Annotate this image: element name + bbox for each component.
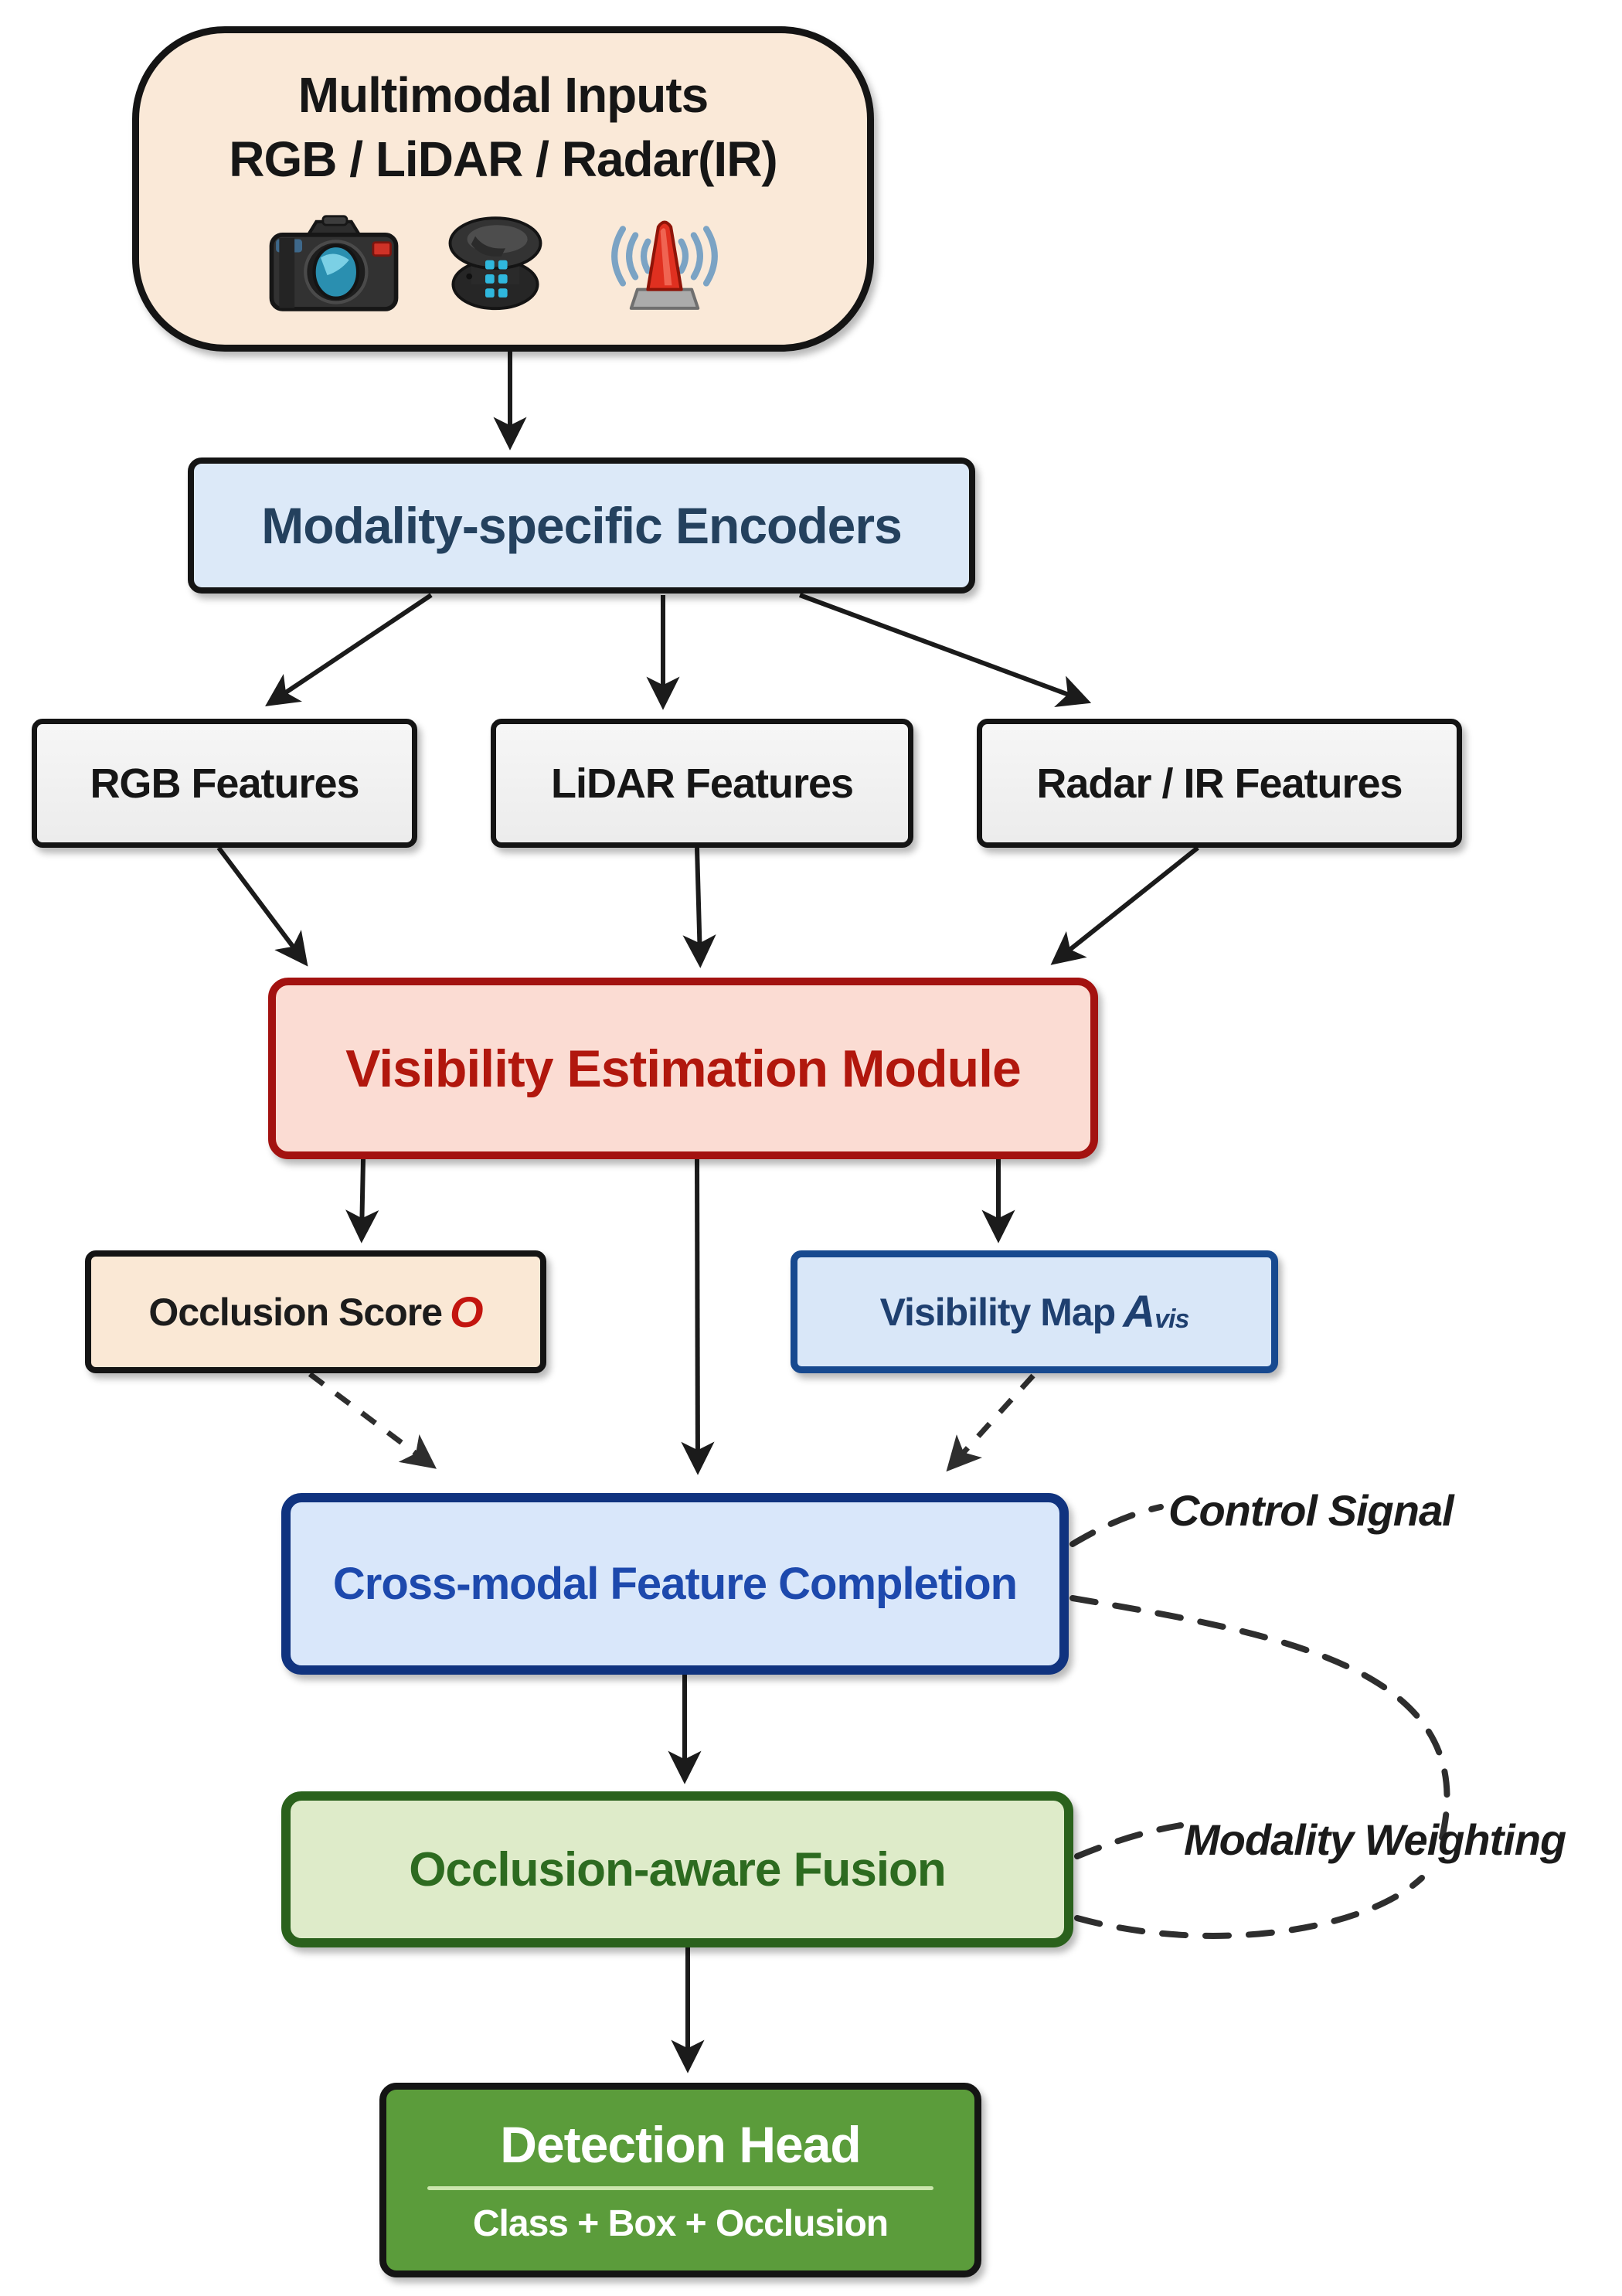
modality-weighting-label: Modality Weighting	[1184, 1815, 1566, 1864]
rgb-features-label: RGB Features	[90, 760, 359, 807]
lidar-features-box: LiDAR Features	[491, 719, 913, 848]
multimodal-inputs-box: Multimodal Inputs RGB / LiDAR / Radar(IR…	[132, 26, 874, 352]
visibility-map-symbol: A	[1123, 1287, 1155, 1337]
cross-modal-completion-box: Cross-modal Feature Completion	[281, 1493, 1069, 1675]
occlusion-score-box: Occlusion Score O	[85, 1250, 546, 1373]
detection-head-subtitle: Class + Box + Occlusion	[472, 2203, 889, 2244]
rgb-features-box: RGB Features	[32, 719, 417, 848]
lidar-icon	[448, 216, 542, 311]
visibility-map-subscript: vis	[1154, 1304, 1189, 1334]
occlusion-score-symbol: O	[450, 1287, 484, 1336]
radar-ir-features-box: Radar / IR Features	[977, 719, 1462, 848]
visibility-map-label: Visibility Map	[879, 1290, 1117, 1334]
cross-modal-completion-label: Cross-modal Feature Completion	[332, 1559, 1018, 1609]
multimodal-title-line1: Multimodal Inputs	[298, 66, 709, 123]
visibility-estimation-module-label: Visibility Estimation Module	[345, 1039, 1022, 1098]
detection-head-divider	[427, 2186, 933, 2190]
radar-icon	[611, 220, 718, 311]
occlusion-score-label: Occlusion Score	[148, 1290, 443, 1334]
radar-ir-features-label: Radar / IR Features	[1036, 760, 1403, 807]
occlusion-aware-fusion-box: Occlusion-aware Fusion	[281, 1791, 1073, 1947]
occlusion-aware-fusion-label: Occlusion-aware Fusion	[409, 1842, 947, 1896]
control-signal-label: Control Signal	[1168, 1486, 1454, 1535]
lidar-features-label: LiDAR Features	[550, 760, 854, 807]
modality-encoders-box: Modality-specific Encoders	[188, 457, 975, 594]
sensor-icons-row	[268, 210, 738, 315]
detection-head-box: Detection Head Class + Box + Occlusion	[379, 2083, 981, 2277]
camera-icon	[269, 215, 399, 311]
visibility-estimation-module-box: Visibility Estimation Module	[268, 978, 1098, 1159]
modality-encoders-label: Modality-specific Encoders	[261, 497, 903, 554]
detection-head-title: Detection Head	[500, 2116, 861, 2173]
multimodal-title-line2: RGB / LiDAR / Radar(IR)	[229, 131, 777, 187]
